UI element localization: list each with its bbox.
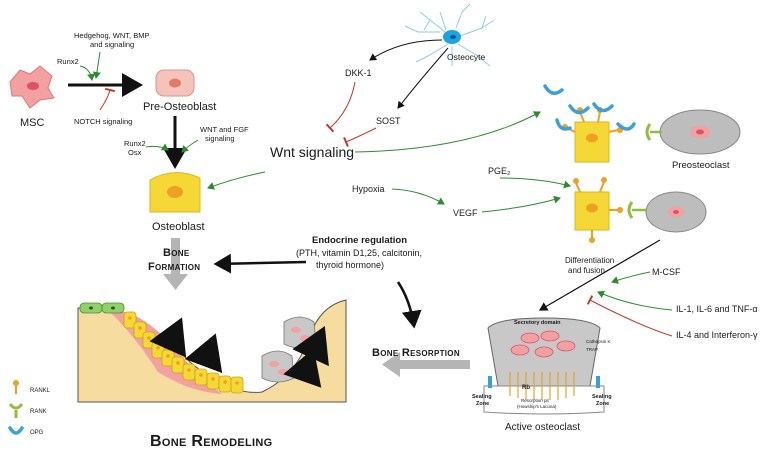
endocrine-heading: Endocrine regulation (312, 235, 407, 246)
endocrine-to-resorption-arrow (396, 281, 422, 329)
sealing-zone-right-label-2: Zone (596, 401, 609, 407)
il4-ifn-inhibition (586, 295, 673, 337)
osteocyte-to-dkk1-arrow (369, 39, 443, 61)
wnt-to-opg-arrow (354, 111, 541, 153)
bone-lining-cells (79, 302, 125, 314)
osteocyte-label: Osteocyte (447, 52, 486, 62)
differentiation-label-line2: and fusion (568, 266, 605, 275)
hedgehog-label-line2: and signaling (90, 40, 134, 49)
osx-label: Osx (128, 148, 142, 157)
runx2-top-label: Runx2 (57, 57, 79, 66)
dkk1-label: DKK-1 (345, 68, 372, 78)
pre-osteoblast-label: Pre-Osteoblast (143, 101, 216, 113)
osteoblast-rankl-cell-2 (573, 177, 623, 243)
bone-formation-label-line1: Bone (163, 247, 190, 259)
sealing-zones (488, 376, 600, 388)
rankl-icon (13, 380, 19, 394)
opg-molecules-group (543, 84, 636, 131)
resorption-pit-label-line2: (Howship's Lacuna) (517, 404, 557, 409)
endocrine-line2: thyroid hormone) (316, 260, 384, 270)
diagram-title: Bone Remodeling (150, 433, 273, 450)
bone-formation-label-line2: Formation (148, 261, 200, 273)
il-tnf-label: IL-1, IL-6 and TNF-α (676, 304, 758, 314)
osteocyte-to-sost-arrow (397, 47, 449, 109)
rank-icon (8, 403, 24, 418)
osteoblast-cell (149, 172, 201, 213)
secretory-domain-label: Secretory domain (514, 320, 561, 326)
bone-resorption-arrow-shaft (400, 360, 470, 369)
osteocyte-body (443, 30, 461, 44)
hypoxia-label: Hypoxia (352, 184, 385, 194)
wnt-fgf-label-line2: signaling (205, 134, 235, 143)
sealing-zone-left-label-2: Zone (476, 401, 489, 407)
wnt-fgf-label-line1: WNT and FGF (200, 125, 249, 134)
preosteoclast-cell (645, 109, 741, 155)
cathepsin-label: Cathepsin K (586, 339, 611, 344)
mcsf-label: M-CSF (652, 267, 681, 277)
trap-label: TRAP (586, 347, 598, 352)
hypoxia-to-vegf-arrow (391, 188, 445, 205)
wnt-signaling-label: Wnt signaling (270, 144, 354, 160)
osteocyte-cell (404, 3, 495, 67)
differentiation-arrow (538, 239, 661, 311)
vegf-label: VEGF (453, 208, 478, 218)
msc-label: MSC (20, 117, 45, 129)
pge2-to-osteoblast-arrow (499, 177, 571, 189)
notch-label: NOTCH signaling (74, 117, 132, 126)
mcsf-arrow (611, 271, 651, 284)
sost-label: SOST (376, 116, 401, 126)
resorption-pit-label-line1: Resorption pit (521, 398, 550, 403)
hedgehog-label-line1: Hedgehog, WNT, BMP (74, 31, 149, 40)
wnt-fgf-arrow (181, 139, 199, 153)
preosteoclast-label: Preosteoclast (672, 160, 730, 171)
notch-inhibition (99, 87, 116, 111)
pre-osteoblast-cell (155, 69, 195, 97)
sost-inhibition (343, 127, 377, 147)
opg-icon (8, 426, 24, 435)
ruffled-border (509, 372, 575, 400)
endocrine-to-formation-arrow (213, 253, 307, 274)
legend-rankl-label: RANKL (30, 388, 51, 394)
dkk1-inhibition (325, 81, 356, 133)
bone-resorption-arrow-head (382, 352, 400, 377)
osteoblast-label: Osteoblast (152, 221, 205, 233)
bone-resorption-label: Bone Resorption (372, 347, 460, 359)
sealing-zone-left-label-1: Sealing (472, 394, 492, 400)
runx2-top-arrow (79, 65, 95, 81)
bone-direction-arrows (149, 317, 329, 388)
active-osteoclast-label: Active osteoclast (505, 422, 580, 433)
endocrine-line1: (PTH, vitamin D1,25, calcitonin, (296, 248, 422, 258)
runx2-osx-arrow (145, 143, 169, 151)
wnt-to-osteoblast-arrow (207, 171, 266, 190)
sealing-zone-right-label-1: Sealing (592, 394, 612, 400)
osteoclast-nuclei (510, 330, 576, 358)
msc-cell (9, 65, 55, 109)
differentiation-label-line1: Differentiation (565, 256, 614, 265)
legend-rank-label: RANK (30, 409, 47, 415)
pge2-label: PGE₂ (488, 166, 511, 176)
osteoclast-precursor-cell (627, 191, 707, 233)
osteoblast-rankl-cell-1 (562, 107, 623, 163)
legend-opg-label: OPG (30, 430, 44, 436)
runx2-mid-label: Runx2 (124, 139, 146, 148)
bone-formation-arrow-head (163, 274, 188, 290)
il4-ifn-label: IL-4 and Interferon-γ (676, 330, 758, 340)
bone-formation-arrow-shaft (171, 238, 180, 274)
il-tnf-arrow (597, 290, 673, 311)
hedgehog-arrow (92, 51, 101, 79)
ruffled-border-label: Rb (522, 385, 530, 391)
vegf-to-osteoblast-arrow (481, 195, 561, 213)
